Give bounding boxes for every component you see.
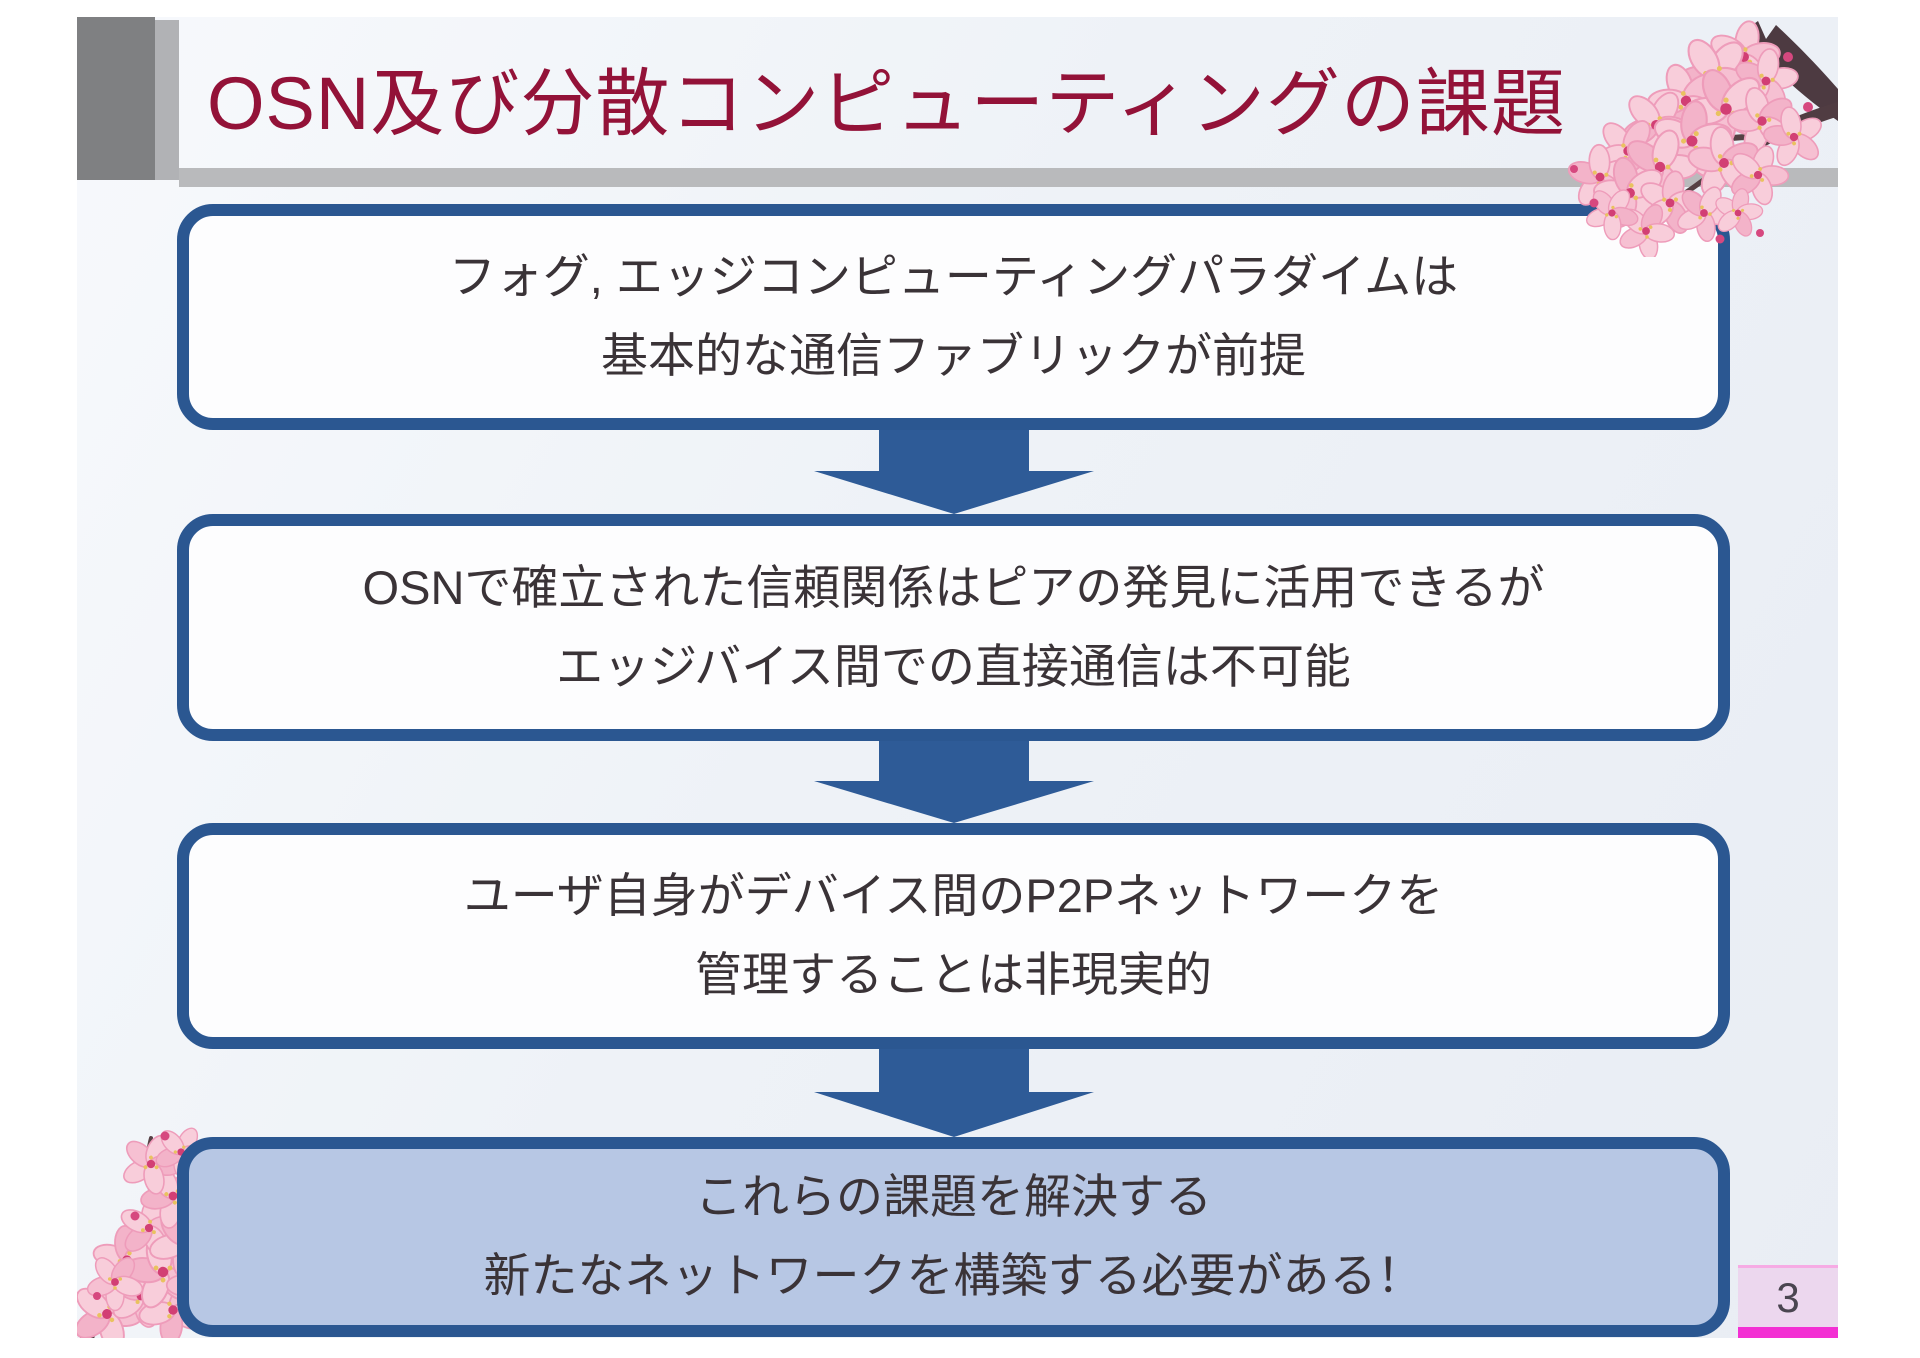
title-underline	[179, 168, 1838, 187]
box-text-line: エッジバイス間での直接通信は不可能	[556, 639, 1351, 693]
flow-box-1: フォグ, エッジコンピューティングパラダイムは 基本的な通信ファブリックが前提	[177, 204, 1730, 430]
header-accent-light-block	[155, 20, 179, 180]
page-number: 3	[1776, 1273, 1800, 1321]
page-number-badge: 3	[1738, 1265, 1838, 1338]
flow-box-3: ユーザ自身がデバイス間のP2Pネットワークを 管理することは非現実的	[177, 823, 1730, 1049]
box-text-line: 基本的な通信ファブリックが前提	[601, 329, 1306, 382]
header-accent-dark-block	[77, 17, 155, 180]
box-text-line: 管理することは非現実的	[695, 948, 1212, 1001]
slide-title: OSN及び分散コンピューティングの課題	[207, 62, 1566, 145]
page-badge-accent-bar	[1738, 1327, 1838, 1338]
flow-box-4-conclusion: これらの課題を解決する 新たなネットワークを構築する必要がある！	[177, 1137, 1730, 1337]
down-arrow-icon	[814, 430, 1094, 514]
box-text-line: これらの課題を解決する	[695, 1170, 1212, 1224]
sakura-top-right-image	[1557, 17, 1838, 257]
down-arrow-icon	[814, 741, 1094, 823]
box-text-line: フォグ, エッジコンピューティングパラダイムは	[448, 250, 1459, 304]
presentation-slide: OSN及び分散コンピューティングの課題 フォグ, エッジコンピューティングパラダ…	[77, 17, 1838, 1338]
box-text-line: ユーザ自身がデバイス間のP2Pネットワークを	[463, 869, 1444, 923]
box-text-line: 新たなネットワークを構築する必要がある！	[483, 1249, 1424, 1302]
down-arrow-icon	[814, 1049, 1094, 1137]
flow-box-2: OSNで確立された信頼関係はピアの発見に活用できるが エッジバイス間での直接通信…	[177, 514, 1730, 741]
box-text-line: OSNで確立された信頼関係はピアの発見に活用できるが	[362, 560, 1545, 614]
